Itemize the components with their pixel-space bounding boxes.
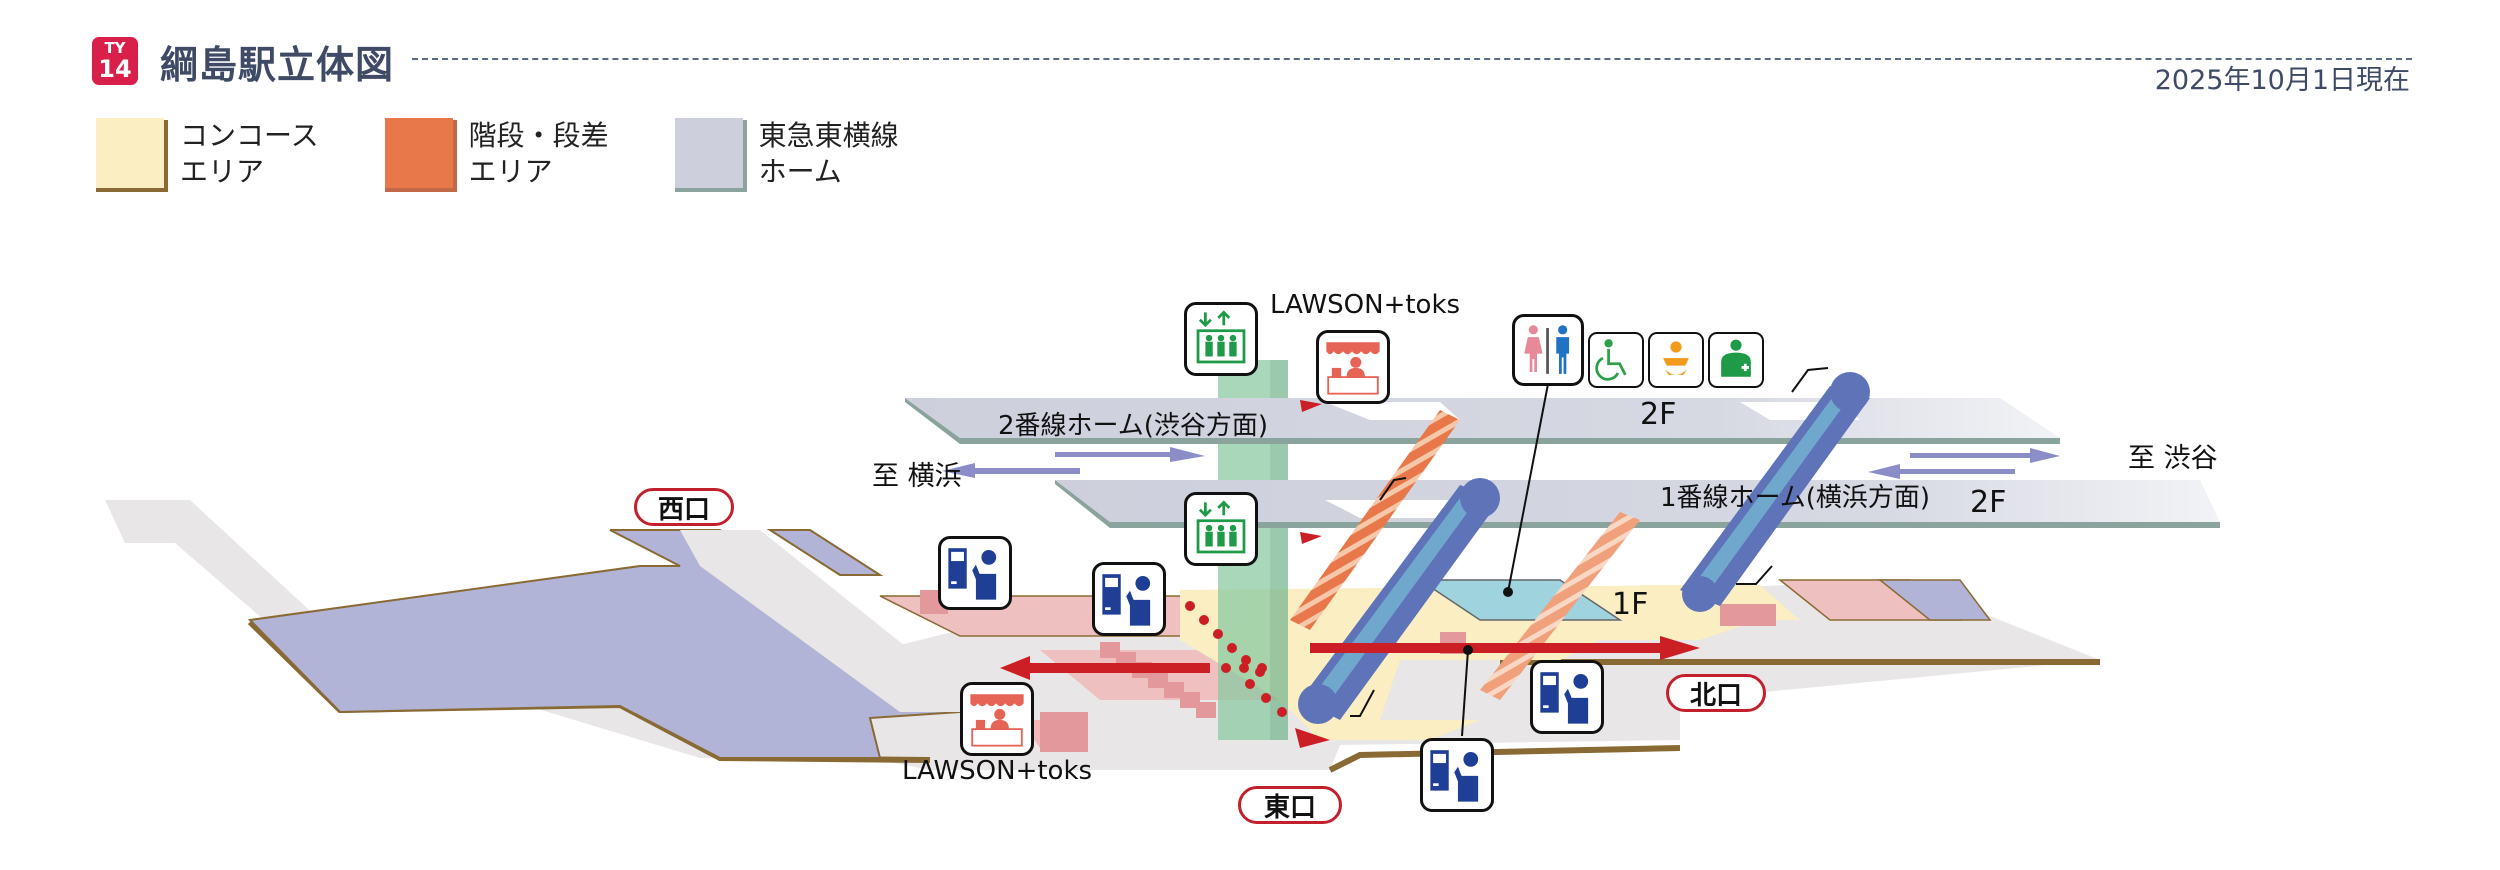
- west-walkway: [105, 500, 320, 625]
- exit-east[interactable]: 東口: [1238, 786, 1342, 824]
- track2-platform-label: 2番線ホーム(渋谷方面): [998, 411, 1268, 441]
- platform-swatch: [674, 118, 747, 192]
- direction-arrows: [942, 447, 2060, 479]
- direction-shibuya: 至 渋谷: [2128, 443, 2218, 474]
- legend: コンコース エリア 階段・段差 エリア 東急東横線 ホーム: [96, 118, 965, 192]
- shop-icon[interactable]: [960, 682, 1034, 756]
- as-of-date: 2025年10月1日現在: [2154, 65, 2410, 96]
- ostomate-icon[interactable]: [1708, 332, 1764, 388]
- legend-item-stairs: 階段・段差 エリア: [384, 118, 609, 192]
- elevator-icon[interactable]: [1184, 492, 1258, 566]
- page-header: TY 14 綱島駅立体図: [92, 34, 394, 88]
- exit-west[interactable]: 西口: [634, 488, 734, 526]
- route-dots: [1185, 601, 1407, 717]
- direction-yokohama: 至 横浜: [872, 461, 962, 492]
- leader-lines: [1350, 367, 1829, 737]
- track2-floor-label: 2F: [1640, 397, 1676, 432]
- ticket-machine-icon[interactable]: [1530, 660, 1604, 734]
- station-number: 14: [98, 55, 132, 83]
- exit-north[interactable]: 北口: [1666, 674, 1766, 712]
- shop-label-lower: LAWSON+toks: [902, 756, 1093, 786]
- west-bay: [766, 529, 884, 576]
- line-code: TY: [104, 39, 126, 57]
- baby-changing-icon[interactable]: [1648, 332, 1704, 388]
- ticket-machine-icon[interactable]: [1420, 738, 1494, 812]
- stairs-swatch: [384, 118, 457, 192]
- accessible-restroom-icon[interactable]: [1588, 332, 1644, 388]
- shop-icon[interactable]: [1316, 330, 1390, 404]
- legend-label: コンコース エリア: [180, 119, 319, 188]
- shop-label-upper: LAWSON+toks: [1270, 290, 1461, 320]
- legend-item-concourse: コンコース エリア: [96, 118, 319, 192]
- ticket-machine-icon[interactable]: [938, 536, 1012, 610]
- platform-track1: [1055, 480, 2220, 528]
- escalator-main: [1298, 478, 1500, 724]
- floor-edge: [1328, 745, 1681, 773]
- legend-item-platform: 東急東横線 ホーム: [674, 118, 899, 192]
- leader-dots: [1463, 587, 1513, 655]
- stair-opening-upper: [1325, 402, 1460, 420]
- station-number-badge: TY 14: [92, 37, 138, 85]
- legend-label: 階段・段差 エリア: [468, 119, 609, 188]
- legend-label: 東急東横線 ホーム: [758, 119, 899, 188]
- page-title: 綱島駅立体図: [160, 42, 395, 87]
- escalator-east: [1680, 372, 1870, 612]
- elevator-icon[interactable]: [1184, 302, 1258, 376]
- west-passage: [680, 530, 1000, 712]
- ground-floor-label: 1F: [1612, 587, 1648, 622]
- title-divider: [412, 58, 2412, 60]
- track1-platform-label: 1番線ホーム(横浜方面): [1660, 483, 1930, 513]
- stairs-main: [1290, 410, 1460, 630]
- ticket-machine-icon[interactable]: [1092, 562, 1166, 636]
- concourse-swatch: [96, 118, 168, 192]
- track1-floor-label: 2F: [1970, 485, 2006, 520]
- restroom-icon[interactable]: [1512, 314, 1584, 386]
- east-bay: [1877, 579, 1992, 621]
